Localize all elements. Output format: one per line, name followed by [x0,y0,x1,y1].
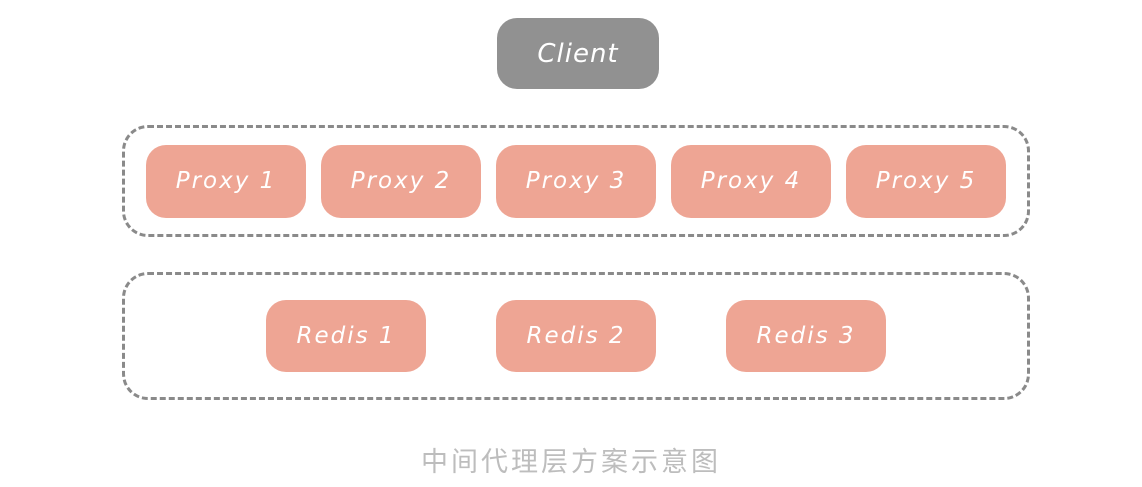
proxy-layer-group: Proxy 1 Proxy 2 Proxy 3 Proxy 4 Proxy 5 [122,125,1030,237]
redis-node-3: Redis 3 [726,300,886,372]
redis-node-1: Redis 1 [266,300,426,372]
proxy-node-4: Proxy 4 [671,144,831,218]
proxy-node-1: Proxy 1 [146,144,306,218]
proxy-node-label: Proxy 2 [350,168,452,194]
client-node-label: Client [537,38,619,69]
proxy-node-2: Proxy 2 [321,144,481,218]
diagram-caption: 中间代理层方案示意图 [421,447,721,478]
redis-node-label: Redis 1 [296,323,396,349]
client-node: Client [497,18,659,89]
redis-layer-group: Redis 1 Redis 2 Redis 3 [122,272,1030,400]
redis-node-2: Redis 2 [496,300,656,372]
proxy-node-label: Proxy 4 [700,168,802,194]
redis-node-label: Redis 3 [756,323,856,349]
proxy-node-3: Proxy 3 [496,144,656,218]
redis-node-label: Redis 2 [526,323,626,349]
proxy-node-5: Proxy 5 [846,144,1006,218]
proxy-node-label: Proxy 3 [525,168,627,194]
proxy-node-label: Proxy 1 [175,168,277,194]
proxy-node-label: Proxy 5 [875,168,977,194]
